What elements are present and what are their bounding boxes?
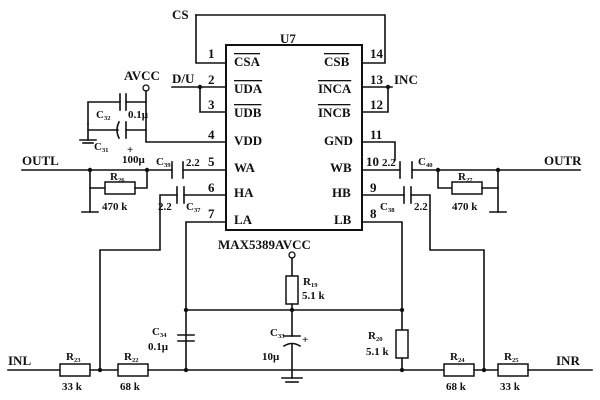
pin-name-wa: WA <box>234 160 256 175</box>
r25-ref: R₂₅ <box>504 351 519 363</box>
cs-net <box>195 14 386 64</box>
pin-name-wb: WB <box>330 160 352 175</box>
outr-net <box>361 161 581 179</box>
net-label-avcc: AVCC <box>124 68 160 83</box>
pin-num-14: 14 <box>370 46 384 61</box>
pin-num-8: 8 <box>370 206 377 221</box>
capacitor-c31 <box>87 120 147 140</box>
net-label-inr: INR <box>556 353 580 368</box>
r24-ref: R₂₄ <box>450 351 465 363</box>
net-label-du: D/U <box>172 71 195 86</box>
gnd-wire <box>361 141 396 161</box>
pin-num-2: 2 <box>208 72 215 87</box>
pin-num-4: 4 <box>208 127 215 142</box>
c32-ref: C₃₂ <box>96 109 111 121</box>
r19-ref: R₁₉ <box>303 276 318 288</box>
r20-value: 5.1 k <box>366 346 390 358</box>
la-wire <box>185 221 227 371</box>
u7-chip-body <box>225 44 363 231</box>
pin-num-13: 13 <box>370 72 384 87</box>
pin-num-12: 12 <box>370 97 383 112</box>
net-label-outl: OUTL <box>22 153 59 168</box>
capacitor-c34 <box>177 334 195 342</box>
c34-ref: C₃₄ <box>152 326 167 338</box>
decoupling-ground <box>79 123 97 144</box>
c33-value: 10μ <box>262 351 280 363</box>
inl-chain <box>7 363 187 377</box>
c37-ref: C₃₇ <box>186 201 201 213</box>
net-label-cs: CS <box>172 7 189 22</box>
r20-ref: R₂₀ <box>368 330 383 342</box>
c33-ref: C₃₃ <box>270 327 285 339</box>
c31-ref: C₃₁ <box>94 141 109 153</box>
c38-ref: C₃₈ <box>380 201 395 213</box>
pin-name-la: LA <box>234 212 253 227</box>
net-label-outr: OUTR <box>544 153 582 168</box>
r26-value: 470 k <box>102 201 128 213</box>
capacitor-c33 <box>281 335 303 383</box>
vdd-supply-wire <box>145 90 227 143</box>
resistor-r27 <box>437 169 507 213</box>
c34-value: 0.1μ <box>148 341 169 353</box>
pin-name-csa: CSA <box>234 54 261 69</box>
net-label-inl: INL <box>8 353 31 368</box>
r22-ref: R₂₂ <box>124 351 139 363</box>
r23-ref: R₂₃ <box>66 351 81 363</box>
r27-value: 470 k <box>452 201 478 213</box>
c40-value: 2.2 <box>382 157 396 169</box>
r22-value: 68 k <box>120 381 141 393</box>
inr-chain <box>401 363 593 377</box>
net-label-inc: INC <box>394 72 418 87</box>
pin-num-10: 10 <box>366 154 379 169</box>
r25-value: 33 k <box>500 381 521 393</box>
pin-name-hb: HB <box>332 185 351 200</box>
resistor-r26 <box>81 169 148 213</box>
c32-value: 0.1μ <box>128 109 149 121</box>
c40-ref: C₄₀ <box>418 156 433 168</box>
du-net <box>171 84 227 113</box>
inc-net <box>361 84 393 113</box>
capacitor-c32 <box>87 93 147 125</box>
pin-num-11: 11 <box>370 127 382 142</box>
c31-polarity: + <box>127 144 133 156</box>
pin-name-vdd: VDD <box>234 133 262 148</box>
pin-name-lb: LB <box>334 212 352 227</box>
c39-ref: C₃₉ <box>156 156 171 168</box>
r19-supply-terminal <box>288 251 296 259</box>
c33-polarity: + <box>302 334 308 346</box>
pin-name-gnd: GND <box>324 133 353 148</box>
pin-name-incb: INCB <box>318 105 351 120</box>
r24-value: 68 k <box>446 381 467 393</box>
c39-value: 2.2 <box>186 157 200 169</box>
pin-name-udb: UDB <box>234 105 262 120</box>
pin-num-3: 3 <box>208 97 215 112</box>
r19-value: 5.1 k <box>302 290 326 302</box>
pin-name-ha: HA <box>234 185 254 200</box>
pin-num-1: 1 <box>208 46 215 61</box>
junction-lb-bias <box>399 307 405 313</box>
pin-num-7: 7 <box>208 206 215 221</box>
c31-value: 100μ <box>122 154 146 166</box>
pin-num-5: 5 <box>208 154 215 169</box>
junction-la-bias <box>183 307 189 313</box>
avcc-terminal <box>142 84 150 92</box>
pin-num-9: 9 <box>370 180 377 195</box>
r26-ref: R₂₆ <box>110 171 125 183</box>
r27-ref: R₂₇ <box>458 171 473 183</box>
resistor-r20 <box>395 329 409 359</box>
r23-value: 33 k <box>62 381 83 393</box>
resistor-r19 <box>285 257 299 337</box>
pin-name-csb: CSB <box>324 54 350 69</box>
c37-value: 2.2 <box>158 201 172 213</box>
c38-value: 2.2 <box>414 201 428 213</box>
capacitor-c38 <box>361 186 487 373</box>
pin-num-6: 6 <box>208 180 215 195</box>
chip-ref-label: U7 <box>280 31 296 46</box>
pin-name-uda: UDA <box>234 81 263 96</box>
chip-part-label: MAX5389AVCC <box>218 237 311 252</box>
pin-name-inca: INCA <box>318 81 352 96</box>
lb-wire <box>361 221 403 371</box>
